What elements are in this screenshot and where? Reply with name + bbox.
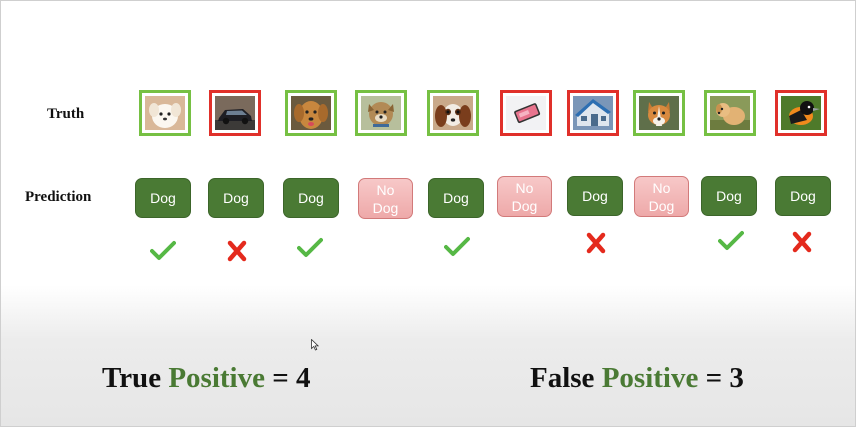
truth-image-oriole-bird	[775, 90, 827, 136]
check-mark-icon	[718, 230, 744, 252]
prediction-box-dog: Dog	[775, 176, 831, 216]
prediction-box-no-dog: No Dog	[634, 176, 689, 217]
oriole-bird-picture	[781, 96, 821, 130]
prediction-box-dog: Dog	[701, 176, 757, 216]
spaniel-picture	[433, 96, 473, 130]
puppy-white-picture	[145, 96, 185, 130]
prediction-box-dog: Dog	[135, 178, 191, 218]
prediction-label: Prediction	[25, 189, 92, 205]
check-mark-icon	[444, 236, 470, 258]
prediction-box-dog: Dog	[208, 178, 264, 218]
truth-image-corgi	[633, 90, 685, 136]
cross-mark-icon	[583, 232, 609, 254]
truth-image-puppy-white	[139, 90, 191, 136]
truth-image-house	[567, 90, 619, 136]
prediction-box-dog: Dog	[428, 178, 484, 218]
mouse-cursor-icon	[311, 339, 319, 351]
check-mark-icon	[150, 240, 176, 262]
golden-dog-picture	[291, 96, 331, 130]
prediction-box-dog: Dog	[283, 178, 339, 218]
corgi-picture	[639, 96, 679, 130]
terrier-picture	[361, 96, 401, 130]
prediction-box-no-dog: No Dog	[358, 178, 413, 219]
prediction-box-dog: Dog	[567, 176, 623, 216]
check-mark-icon	[297, 237, 323, 259]
truth-image-golden-dog	[285, 90, 337, 136]
cross-mark-icon	[224, 240, 250, 262]
truth-label: Truth	[47, 106, 85, 122]
truth-image-puppy-golden	[704, 90, 756, 136]
false-positive-summary: False Positive = 3	[530, 362, 744, 394]
house-picture	[573, 96, 613, 130]
true-positive-summary: True Positive = 4	[102, 362, 311, 394]
puppy-golden-picture	[710, 96, 750, 130]
truth-image-phone	[500, 90, 552, 136]
truth-image-spaniel	[427, 90, 479, 136]
prediction-box-no-dog: No Dog	[497, 176, 552, 217]
cross-mark-icon	[789, 231, 815, 253]
phone-picture	[506, 96, 546, 130]
truth-image-terrier	[355, 90, 407, 136]
truth-image-car	[209, 90, 261, 136]
car-picture	[215, 96, 255, 130]
